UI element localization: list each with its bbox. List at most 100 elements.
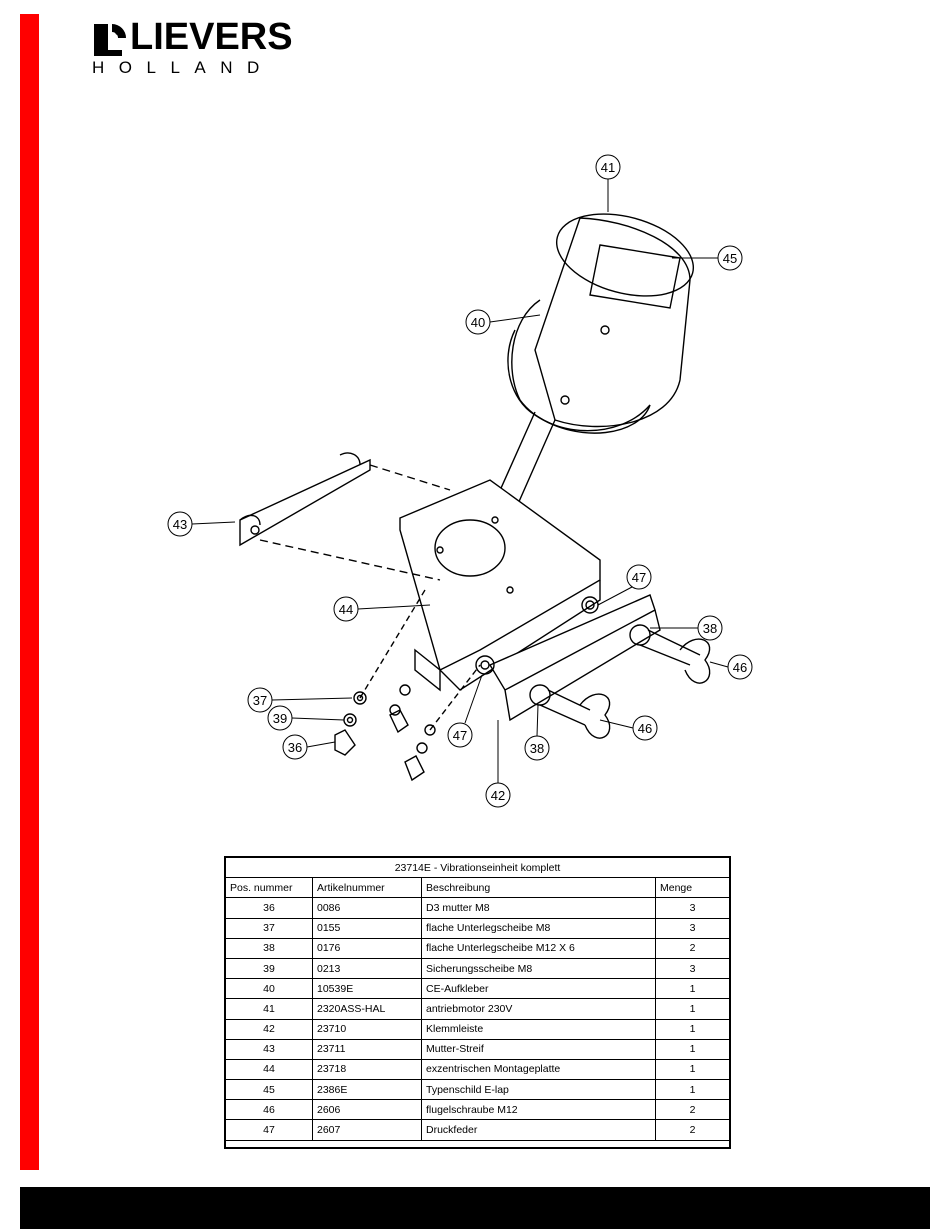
cell-quantity: 1 — [655, 1018, 730, 1040]
cell-quantity: 2 — [655, 1119, 730, 1141]
svg-text:46: 46 — [733, 660, 747, 675]
cell-pos: 42 — [225, 1018, 313, 1040]
cell-pos: 37 — [225, 917, 313, 939]
cell-pos: 39 — [225, 957, 313, 980]
callout-36: 36 — [282, 734, 336, 760]
callout-40: 40 — [465, 309, 541, 335]
cell-pos: 40 — [225, 978, 313, 1000]
svg-text:41: 41 — [601, 160, 615, 175]
brand-name: LIEVERS — [130, 16, 293, 58]
cell-article: 2607 — [312, 1119, 422, 1141]
svg-text:46: 46 — [638, 721, 652, 736]
callout-37: 37 — [247, 687, 353, 713]
cell-pos: 45 — [225, 1079, 313, 1101]
cell-article: 23718 — [312, 1058, 422, 1081]
cell-quantity: 1 — [655, 998, 730, 1020]
cell-article: 23710 — [312, 1018, 422, 1040]
cell-article: 0213 — [312, 957, 422, 980]
cell-description: Druckfeder — [421, 1119, 656, 1141]
cell-quantity: 2 — [655, 1099, 730, 1121]
cell-description: exzentrischen Montageplatte — [421, 1058, 656, 1081]
cell-article: 2606 — [312, 1099, 422, 1121]
cell-quantity: 3 — [655, 957, 730, 980]
callout-45: 45 — [672, 245, 743, 271]
svg-text:37: 37 — [253, 693, 267, 708]
cell-article: 0155 — [312, 917, 422, 939]
callout-46-right: 46 — [709, 654, 753, 680]
callout-47-top: 47 — [597, 564, 652, 606]
footer-bar — [20, 1187, 930, 1229]
svg-text:47: 47 — [632, 570, 646, 585]
cell-quantity: 3 — [655, 897, 730, 919]
cell-pos: 47 — [225, 1119, 313, 1141]
svg-text:38: 38 — [530, 741, 544, 756]
header-description: Beschreibung — [421, 877, 656, 899]
cell-description: flache Unterlegscheibe M8 — [421, 917, 656, 939]
cell-description: Klemmleiste — [421, 1018, 656, 1040]
cell-article: 0176 — [312, 937, 422, 959]
callout-39: 39 — [267, 705, 345, 731]
cell-description: flache Unterlegscheibe M12 X 6 — [421, 937, 656, 959]
cell-article: 23711 — [312, 1038, 422, 1060]
cell-pos: 46 — [225, 1099, 313, 1121]
svg-text:45: 45 — [723, 251, 737, 266]
cell-description: antriebmotor 230V — [421, 998, 656, 1020]
svg-text:42: 42 — [491, 788, 505, 803]
header-pos: Pos. nummer — [225, 877, 313, 899]
parts-table: 23714E - Vibrationseinheit komplett Pos.… — [225, 856, 730, 1141]
brand-sub: HOLLAND — [92, 58, 274, 77]
logo-mark-icon — [94, 24, 126, 56]
svg-text:39: 39 — [273, 711, 287, 726]
cell-quantity: 1 — [655, 1058, 730, 1081]
cell-quantity: 3 — [655, 917, 730, 939]
svg-text:36: 36 — [288, 740, 302, 755]
brand-logo: LIEVERS HOLLAND — [92, 14, 322, 77]
cell-quantity: 2 — [655, 937, 730, 959]
callout-38-right: 38 — [650, 615, 723, 641]
cell-article: 10539E — [312, 978, 422, 1000]
cell-article: 0086 — [312, 897, 422, 919]
cell-description: Mutter-Streif — [421, 1038, 656, 1060]
table-header-row: Pos. nummer Artikelnummer Beschreibung M… — [225, 877, 730, 899]
cell-description: flugelschraube M12 — [421, 1099, 656, 1121]
left-red-bar — [20, 14, 39, 1170]
cell-quantity: 1 — [655, 1038, 730, 1060]
svg-text:44: 44 — [339, 602, 353, 617]
cell-quantity: 1 — [655, 978, 730, 1000]
callout-43: 43 — [167, 511, 236, 537]
callout-38-bottom: 38 — [524, 704, 550, 761]
cell-description: D3 mutter M8 — [421, 897, 656, 919]
cell-article: 2320ASS-HAL — [312, 998, 422, 1020]
svg-text:47: 47 — [453, 728, 467, 743]
svg-text:38: 38 — [703, 621, 717, 636]
header-article: Artikelnummer — [312, 877, 422, 899]
callout-47-bottom: 47 — [447, 674, 483, 748]
cell-pos: 38 — [225, 937, 313, 959]
cell-description: CE-Aufkleber — [421, 978, 656, 1000]
callout-44: 44 — [333, 596, 431, 622]
table-title: 23714E - Vibrationseinheit komplett — [225, 856, 730, 879]
cell-description: Typenschild E-lap — [421, 1079, 656, 1101]
callout-42: 42 — [485, 720, 511, 808]
cell-pos: 36 — [225, 897, 313, 919]
header-quantity: Menge — [655, 877, 730, 899]
cell-pos: 43 — [225, 1038, 313, 1060]
cell-article: 2386E — [312, 1079, 422, 1101]
svg-text:40: 40 — [471, 315, 485, 330]
cell-description: Sicherungsscheibe M8 — [421, 957, 656, 980]
callout-41: 41 — [595, 154, 621, 212]
svg-text:43: 43 — [173, 517, 187, 532]
callout-46-bottom: 46 — [599, 715, 658, 741]
